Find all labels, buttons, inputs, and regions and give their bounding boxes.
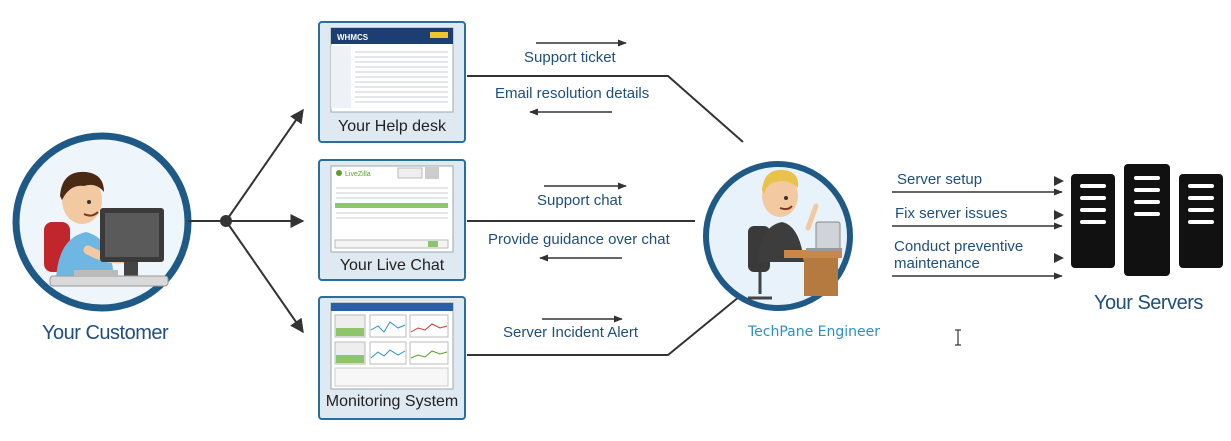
customer-illustration xyxy=(44,171,169,287)
task-preventive-maintenance: Conduct preventive maintenance xyxy=(894,238,1024,272)
arrow-to-monitoring xyxy=(225,220,304,334)
monitoring-connector xyxy=(467,291,746,356)
servers-label: Your Servers xyxy=(1094,292,1203,314)
task-fix-server-issues: Fix server issues xyxy=(895,205,1008,222)
server-task-arrowheads xyxy=(1054,176,1064,263)
server-tower-left xyxy=(1071,174,1115,268)
engineer-illustration xyxy=(748,169,842,300)
monitoring-caption: Monitoring System xyxy=(325,393,459,410)
livechat-box: LiveZilla xyxy=(318,159,466,281)
server-task-arrows xyxy=(892,188,1063,280)
server-tower-middle xyxy=(1124,164,1170,276)
helpdesk-caption: Your Help desk xyxy=(338,118,446,135)
label-guidance-chat: Provide guidance over chat xyxy=(488,231,670,248)
livechat-caption: Your Live Chat xyxy=(339,257,445,274)
label-incident-alert: Server Incident Alert xyxy=(503,324,639,341)
label-email-resolution: Email resolution details xyxy=(495,85,650,102)
helpdesk-connector xyxy=(467,75,744,143)
direction-arrows xyxy=(529,39,627,323)
label-support-ticket: Support ticket xyxy=(524,49,616,66)
helpdesk-brand: WHMCS xyxy=(337,33,369,42)
livechat-screenshot: LiveZilla xyxy=(330,165,454,253)
helpdesk-screenshot: WHMCS xyxy=(330,27,454,113)
customer-node xyxy=(12,132,192,312)
label-support-chat: Support chat xyxy=(537,192,623,209)
servers-icon xyxy=(1071,164,1223,276)
arrow-to-helpdesk xyxy=(225,108,304,222)
task-server-setup: Server setup xyxy=(897,171,983,188)
engineer-connectors xyxy=(467,75,746,356)
monitoring-box xyxy=(318,296,466,420)
monitoring-screenshot xyxy=(330,302,454,390)
server-tower-right xyxy=(1179,174,1223,268)
livechat-brand: LiveZilla xyxy=(345,171,371,178)
engineer-label: TechPane Engineer xyxy=(748,324,881,340)
engineer-node xyxy=(703,161,853,311)
customer-branch xyxy=(188,108,305,334)
text-cursor-icon xyxy=(955,329,961,346)
helpdesk-box: WHMCS xyxy=(318,21,466,143)
customer-label: Your Customer xyxy=(42,322,169,344)
